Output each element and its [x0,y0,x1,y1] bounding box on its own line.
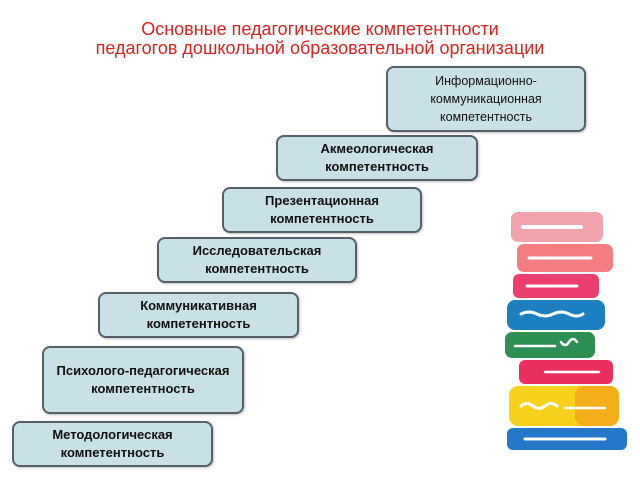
title-line-1: Основные педагогические компетентности [141,19,499,39]
step-methodological: Методологическая компетентность [12,421,213,467]
step-research: Исследовательская компетентность [157,237,357,283]
step-label: Психолого-педагогическая компетентность [56,363,230,396]
title-line-2: педагогов дошкольной образовательной орг… [95,38,545,58]
step-communicative: Коммуникативная компетентность [98,292,299,338]
page-title: Основные педагогические компетентности п… [0,20,640,58]
step-label: Презентационная компетентность [265,193,379,226]
step-label: Акмеологическая компетентность [320,141,434,174]
step-informational: Информационно-коммуникационная компетент… [386,66,586,132]
step-acmeological: Акмеологическая компетентность [276,135,478,181]
step-psychopedagogical: Психолого-педагогическая компетентность [42,346,244,414]
step-label: Методологическая компетентность [52,427,173,460]
books-stack-icon [505,212,627,450]
step-label: Коммуникативная компетентность [140,298,257,331]
step-label: Информационно-коммуникационная компетент… [430,74,542,124]
step-presentation: Презентационная компетентность [222,187,422,233]
step-label: Исследовательская компетентность [192,243,322,276]
